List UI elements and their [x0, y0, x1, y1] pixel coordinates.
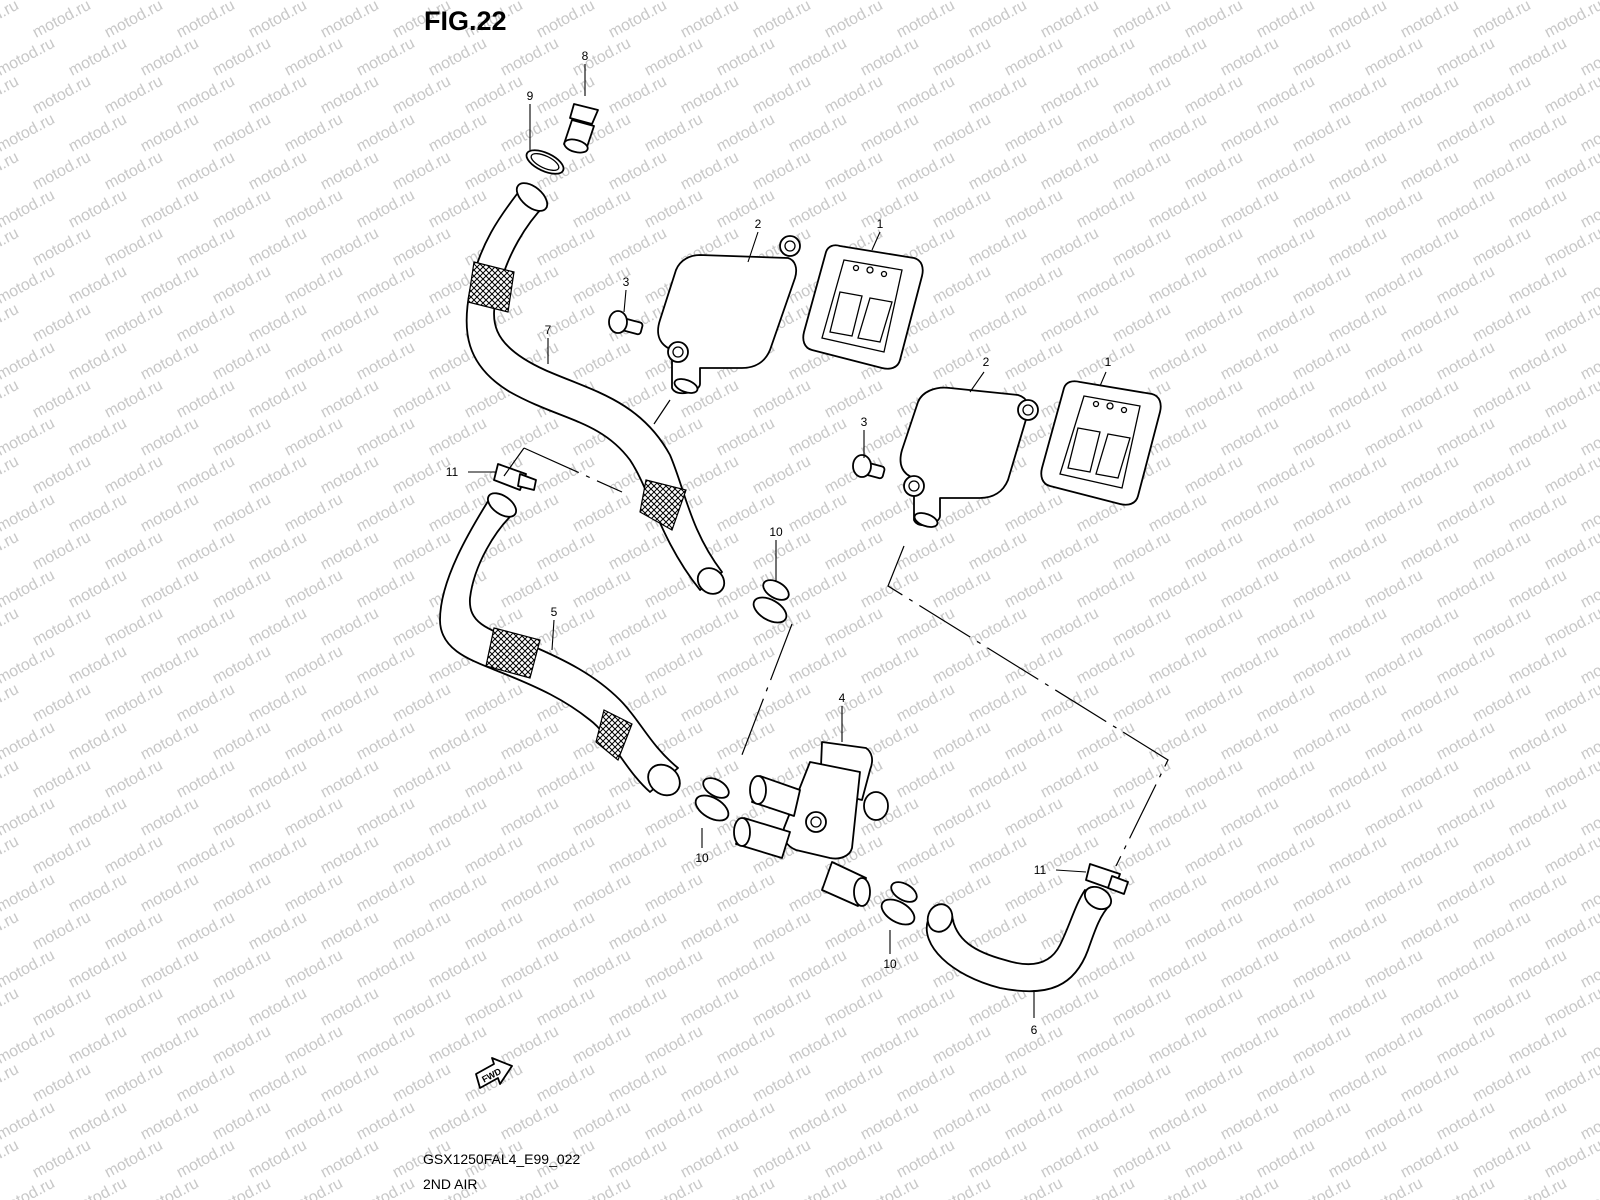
label-part-10c: 10	[883, 957, 897, 971]
watermark-text: motod.ru	[1578, 0, 1600, 4]
label-part-5: 5	[551, 605, 558, 619]
label-part-2b: 2	[983, 355, 990, 369]
reed-valve-1b	[1040, 380, 1162, 506]
leader-lines	[468, 64, 1107, 1018]
label-part-1a: 1	[877, 217, 884, 231]
clamp-10b	[694, 777, 730, 822]
label-part-7: 7	[545, 323, 552, 337]
label-part-4: 4	[839, 691, 846, 705]
hose-5	[439, 492, 681, 797]
label-part-9: 9	[527, 89, 534, 103]
valve-4	[733, 741, 889, 907]
label-part-11b: 11	[1034, 863, 1047, 877]
label-part-10b: 10	[695, 851, 709, 865]
reed-valve-cover-2a	[657, 235, 801, 395]
bolt-3b	[852, 454, 886, 480]
clip-9	[525, 149, 565, 175]
label-part-2a: 2	[755, 217, 762, 231]
diagram-code: GSX1250FAL4_E99_022	[423, 1151, 581, 1167]
label-part-6: 6	[1031, 1023, 1038, 1037]
hose-6	[925, 885, 1113, 993]
bolt-3a	[608, 310, 644, 336]
reed-valve-1a	[802, 244, 924, 370]
clamp-10a	[752, 579, 790, 624]
label-part-11a: 11	[446, 465, 459, 479]
label-part-3a: 3	[623, 275, 630, 289]
reed-valve-cover-2b	[899, 386, 1039, 528]
fwd-arrow-icon: FWD	[475, 1057, 513, 1089]
figure-title: FIG.22	[424, 6, 507, 36]
cap-8	[563, 103, 599, 154]
diagram-name: 2ND AIR	[423, 1176, 478, 1192]
label-part-8: 8	[582, 49, 589, 63]
label-part-10a: 10	[769, 525, 783, 539]
label-part-1b: 1	[1105, 355, 1112, 369]
label-part-3b: 3	[861, 415, 868, 429]
clamp-11a	[493, 463, 537, 491]
clamp-10c	[880, 881, 918, 926]
